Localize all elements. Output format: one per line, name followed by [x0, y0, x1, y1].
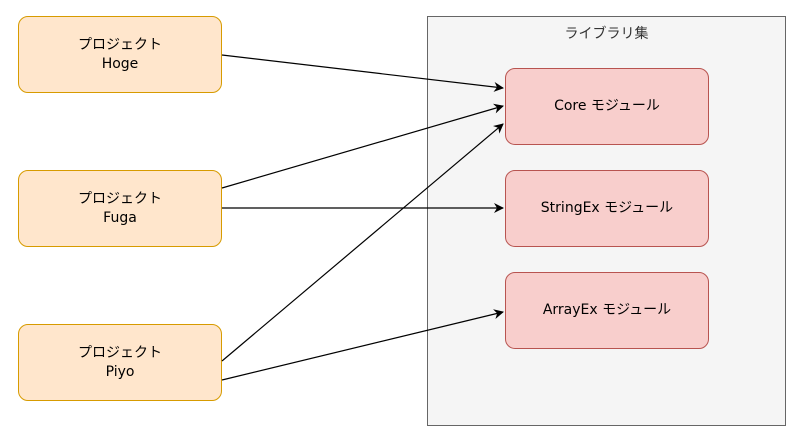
- project-hoge-node: プロジェクト Hoge: [18, 16, 222, 93]
- module-arrayex-label: ArrayEx モジュール: [542, 302, 672, 318]
- module-core-label: Core モジュール: [554, 98, 660, 114]
- project-fuga-name: Fuga: [103, 209, 137, 226]
- project-piyo-name: Piyo: [105, 363, 135, 380]
- project-fuga-label: プロジェクト: [78, 190, 162, 207]
- project-fuga-node: プロジェクト Fuga: [18, 170, 222, 247]
- project-piyo-node: プロジェクト Piyo: [18, 324, 222, 401]
- project-hoge-name: Hoge: [101, 55, 139, 72]
- library-group-title: ライブラリ集: [564, 26, 649, 42]
- module-stringex-label: StringEx モジュール: [540, 200, 674, 216]
- module-stringex-node: StringEx モジュール: [505, 170, 709, 247]
- project-piyo-label: プロジェクト: [78, 344, 162, 361]
- module-arrayex-node: ArrayEx モジュール: [505, 272, 709, 349]
- project-hoge-label: プロジェクト: [78, 36, 162, 53]
- module-core-node: Core モジュール: [505, 68, 709, 145]
